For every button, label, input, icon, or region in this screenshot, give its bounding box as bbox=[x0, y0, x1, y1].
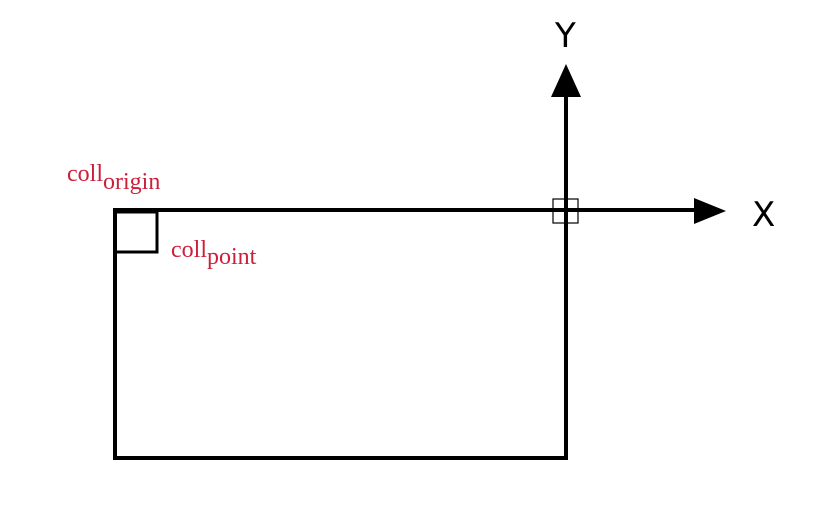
coll-origin-label: collorigin bbox=[67, 161, 160, 195]
coll-point-subscript: point bbox=[207, 244, 257, 270]
y-axis-arrowhead bbox=[551, 64, 581, 97]
coll-point-marker bbox=[113, 210, 159, 254]
x-axis-label: X bbox=[752, 195, 775, 235]
world-origin-marker bbox=[552, 198, 579, 224]
x-axis-arrowhead bbox=[694, 198, 726, 224]
coll-origin-main: coll bbox=[67, 161, 103, 187]
coll-point-label: collpoint bbox=[171, 237, 257, 270]
coll-point-main: coll bbox=[171, 237, 207, 263]
coll-origin-subscript: origin bbox=[103, 169, 160, 195]
y-axis-label: Y bbox=[554, 16, 576, 56]
